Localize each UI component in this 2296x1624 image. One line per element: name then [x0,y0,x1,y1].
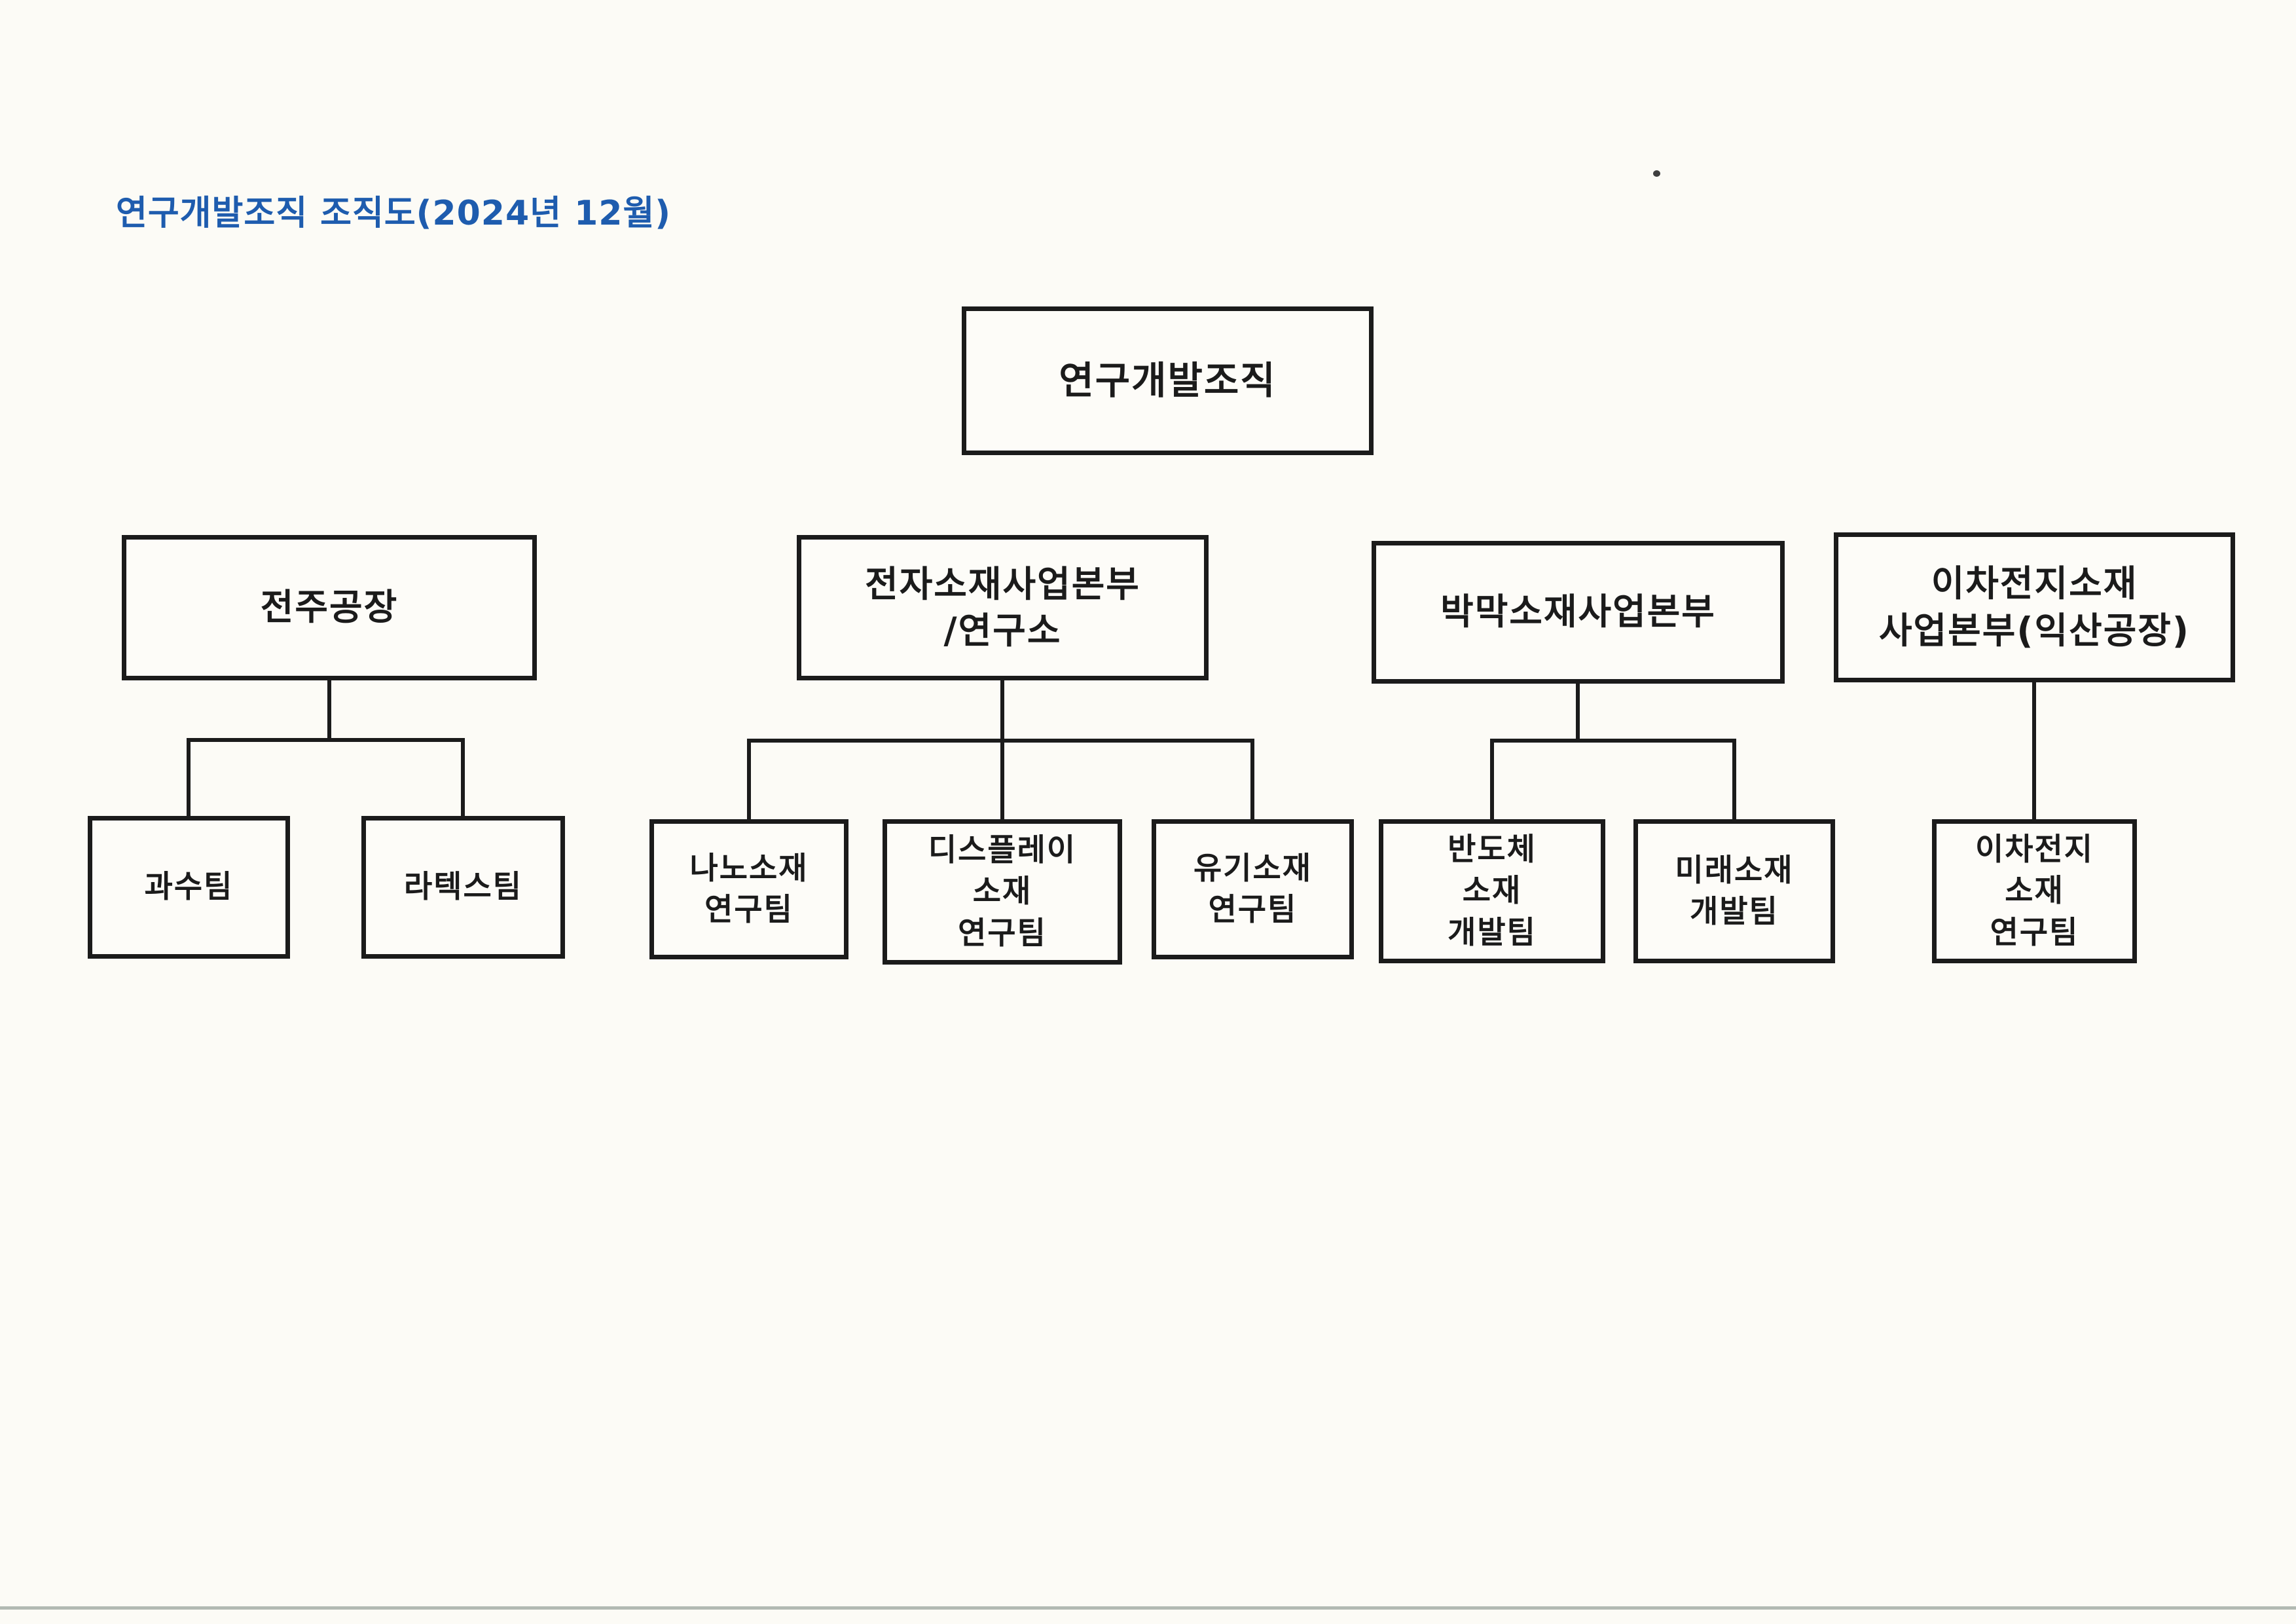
division-box-secondary-battery: 이차전지소재 사업본부(익산공장) [1834,532,2235,682]
team-box-semiconductor-materials: 반도체 소재 개발팀 [1379,819,1605,963]
connector-drop-future [1732,739,1736,822]
connector-thin-film-stem [1576,680,1580,743]
team-box-latex: 라텍스팀 [361,816,565,959]
team-box-secondary-battery-materials: 이차전지 소재 연구팀 [1932,819,2137,963]
connector-drop-semiconductor [1490,739,1494,822]
connector-secondary-battery-stem [2032,678,2036,822]
connector-thin-film-bus [1490,739,1736,743]
scan-edge-line [0,1606,2296,1610]
org-root-box: 연구개발조직 [962,306,1374,455]
connector-drop-fruit [187,738,191,819]
team-box-nano-materials: 나노소재 연구팀 [649,819,848,959]
division-box-jeonju-plant: 전주공장 [122,535,537,680]
connector-jeonju-stem [327,676,331,742]
connector-electronic-stem [1000,676,1004,743]
connector-drop-organic [1250,739,1254,822]
scan-speck [1653,170,1660,177]
connector-drop-nano [747,739,751,822]
connector-drop-display [1000,739,1004,822]
team-box-future-materials: 미래소재 개발팀 [1633,819,1835,963]
connector-jeonju-bus [187,738,465,742]
page-title: 연구개발조직 조직도(2024년 12월) [116,194,672,233]
division-box-thin-film-materials: 박막소재사업본부 [1372,541,1785,684]
team-box-fruit: 과수팀 [88,816,290,959]
division-box-electronic-materials: 전자소재사업본부 /연구소 [797,535,1209,680]
team-box-display-materials: 디스플레이 소재 연구팀 [883,819,1122,965]
connector-drop-latex [461,738,465,819]
team-box-organic-materials: 유기소재 연구팀 [1152,819,1354,959]
